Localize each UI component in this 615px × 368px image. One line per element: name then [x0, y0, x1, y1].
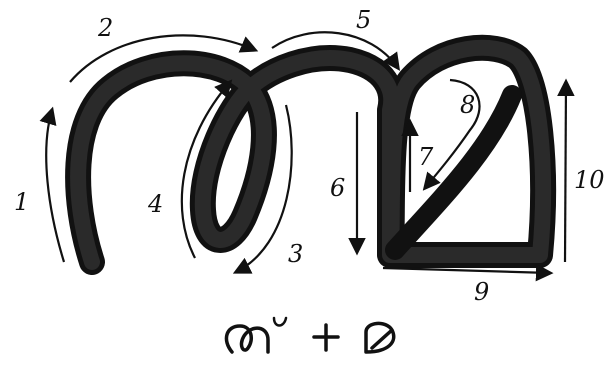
step-label-1: 1 [14, 188, 29, 216]
step-label-5: 5 [356, 6, 371, 34]
arrow-step-1 [46, 110, 64, 262]
letter-glyph [78, 48, 543, 262]
step-label-8: 8 [460, 91, 475, 119]
step-label-2: 2 [97, 14, 113, 42]
formula-vowel-sign [274, 318, 286, 326]
step-label-4: 4 [147, 190, 163, 218]
formula: ന ു + a [226, 318, 393, 352]
step-label-10: 10 [574, 166, 605, 194]
arrow-step-10 [565, 82, 566, 262]
step-label-9: 9 [474, 278, 489, 306]
arrow-step-9 [383, 268, 550, 273]
formula-letter-a [366, 323, 394, 352]
step-label-3: 3 [288, 240, 303, 268]
step-label-6: 6 [330, 174, 345, 202]
formula-letter-na [226, 326, 268, 352]
step-label-7: 7 [418, 143, 434, 171]
glyph-stroke-diagonal [395, 95, 512, 250]
formula-plus [314, 325, 338, 350]
